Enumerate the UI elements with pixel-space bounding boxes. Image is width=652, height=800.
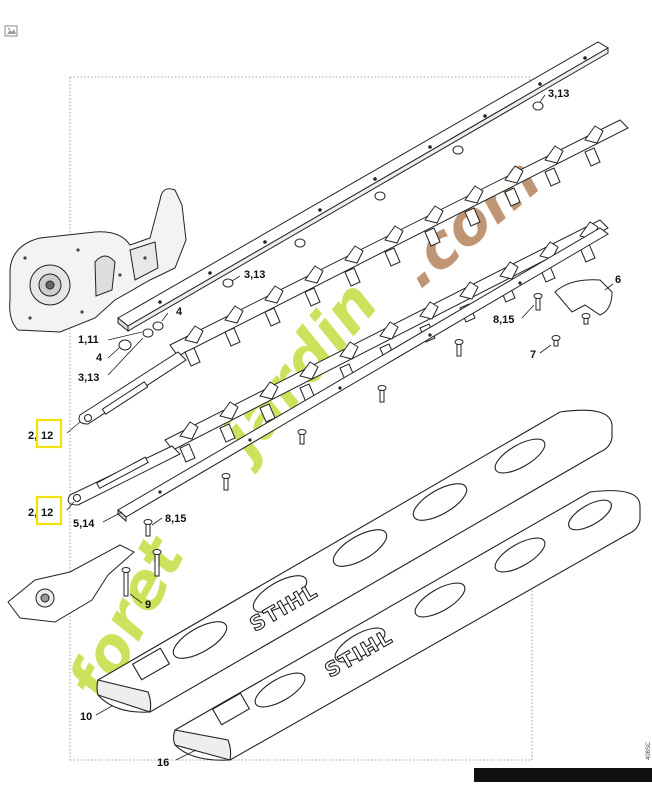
leader-lines: [66, 94, 614, 761]
callout-10: 10: [80, 711, 92, 723]
callout-labels: 3,13 6 8,15 7 3,13 4 1,11 4 3,13 2, 12 2…: [28, 88, 621, 769]
bottom-bar: [474, 768, 652, 782]
bolt-mid-2: [377, 385, 387, 403]
side-reference-text: 408SC: [646, 741, 652, 760]
part-6-plate: [554, 279, 613, 316]
screw-6b: [581, 313, 591, 325]
bolt-mid-1: [454, 339, 464, 357]
nut-extra-3: [294, 238, 306, 248]
nut-extra-2: [374, 191, 386, 201]
washer-4-b: [118, 339, 132, 351]
gearbox-housing: [9, 188, 187, 333]
bolt-mid-3: [297, 429, 307, 445]
callout-7: 7: [530, 349, 536, 361]
callout-8-15-right: 8,15: [493, 314, 514, 326]
bolt-long-1: [152, 549, 162, 577]
callout-8-15-left: 8,15: [165, 513, 186, 525]
highlight-box-lower: [35, 495, 63, 526]
nut-extra-1: [452, 145, 464, 155]
callout-9: 9: [145, 599, 151, 611]
bolt-8-15-right: [533, 293, 543, 311]
callout-4-top: 4: [176, 306, 183, 318]
blade-guard-16: STIHL: [172, 490, 641, 761]
callout-4-low: 4: [96, 352, 103, 364]
washer-4-a: [152, 321, 164, 331]
callout-1-11: 1,11: [78, 334, 99, 346]
guide-rail: [117, 41, 609, 333]
callout-3-13-top: 3,13: [548, 88, 569, 100]
callout-16: 16: [157, 757, 169, 769]
nut-3-13-top: [532, 101, 544, 111]
callout-3-13-mid: 3,13: [244, 269, 265, 281]
screw-7: [551, 335, 561, 347]
mounting-plate: [7, 544, 135, 623]
callout-2-12-lower-number: 12: [41, 507, 53, 519]
bolt-mid-4: [221, 473, 231, 491]
image-icon[interactable]: [4, 25, 18, 37]
bolt-8-15-left: [143, 519, 153, 537]
callout-2-12-lower-prefix: 2,: [28, 507, 37, 519]
callout-3-13-low: 3,13: [78, 372, 99, 384]
bolt-9: [121, 567, 131, 597]
callout-6: 6: [615, 274, 621, 286]
highlight-box-upper: [35, 418, 63, 449]
callout-2-12-upper-prefix: 2,: [28, 430, 37, 442]
callout-5-14: 5,14: [73, 518, 95, 530]
nut-3-13-low: [142, 328, 154, 338]
fasteners: [118, 101, 591, 597]
nut-3-13-mid: [222, 278, 234, 288]
upper-blade: [78, 119, 629, 425]
callout-2-12-upper-number: 12: [41, 430, 53, 442]
blade-guard-10: STIHL: [96, 409, 613, 713]
